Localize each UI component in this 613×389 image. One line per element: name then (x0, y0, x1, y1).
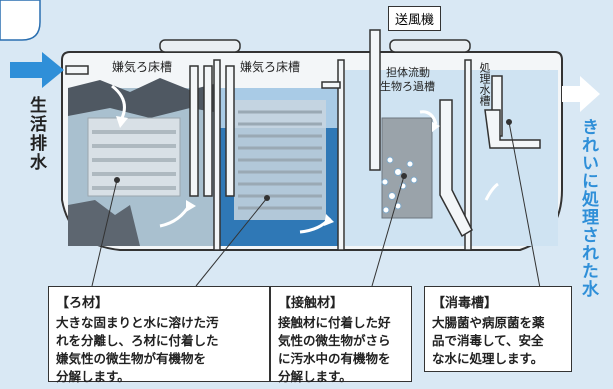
callout-contact-media: 【接触材】 接触材に付着した好 気性の微生物がさら に汚水中の有機物を 分解しま… (270, 286, 412, 384)
filter-media-1 (87, 117, 181, 197)
callout-title: 【消毒槽】 (432, 296, 498, 311)
callout-title: 【接触材】 (278, 296, 344, 311)
callout-title: 【ろ材】 (56, 296, 109, 311)
inlet-label: 生活排水 (26, 96, 46, 172)
tank1-label: 嫌気ろ床槽 (112, 60, 173, 74)
manhole-lid-2 (389, 39, 471, 53)
chamber4-water (470, 70, 558, 246)
inlet-arrow (10, 52, 64, 88)
callout-disinfection-tank: 【消毒槽】 大腸菌や病原菌を薬 品で消毒して、安全 な水に処理します。 (424, 286, 572, 372)
chamber1-sludge (68, 200, 140, 246)
callout-body: 大腸菌や病原菌を薬 品で消毒して、安全 な水に処理します。 (432, 315, 545, 366)
tank3-label-line2: 生物ろ過槽 (380, 80, 435, 93)
tank3-label-line1: 担体流動 (386, 66, 430, 79)
callout-body: 接触材に付着した好 気性の微生物がさら に汚水中の有機物を 分解します。 (278, 315, 391, 384)
carrier-media (381, 117, 433, 219)
outlet-arrow (562, 76, 600, 112)
callout-body: 大きな固まりと水に溶けた汚 れを分離し、ろ材に付着した 嫌気性の微生物が有機物を… (56, 315, 219, 384)
outlet-label: きれいに処理された水 (578, 118, 598, 298)
callout-filter-media: 【ろ材】 大きな固まりと水に溶けた汚 れを分離し、ろ材に付着した 嫌気性の微生物… (48, 286, 270, 384)
tank4-label: 処理水槽 (478, 62, 491, 106)
tank2-label: 嫌気ろ床槽 (240, 60, 301, 74)
blower-label: 送風機 (388, 6, 442, 31)
manhole-lid-1 (159, 39, 241, 53)
corner-frame (0, 0, 41, 41)
chamber1-scum (68, 78, 214, 118)
